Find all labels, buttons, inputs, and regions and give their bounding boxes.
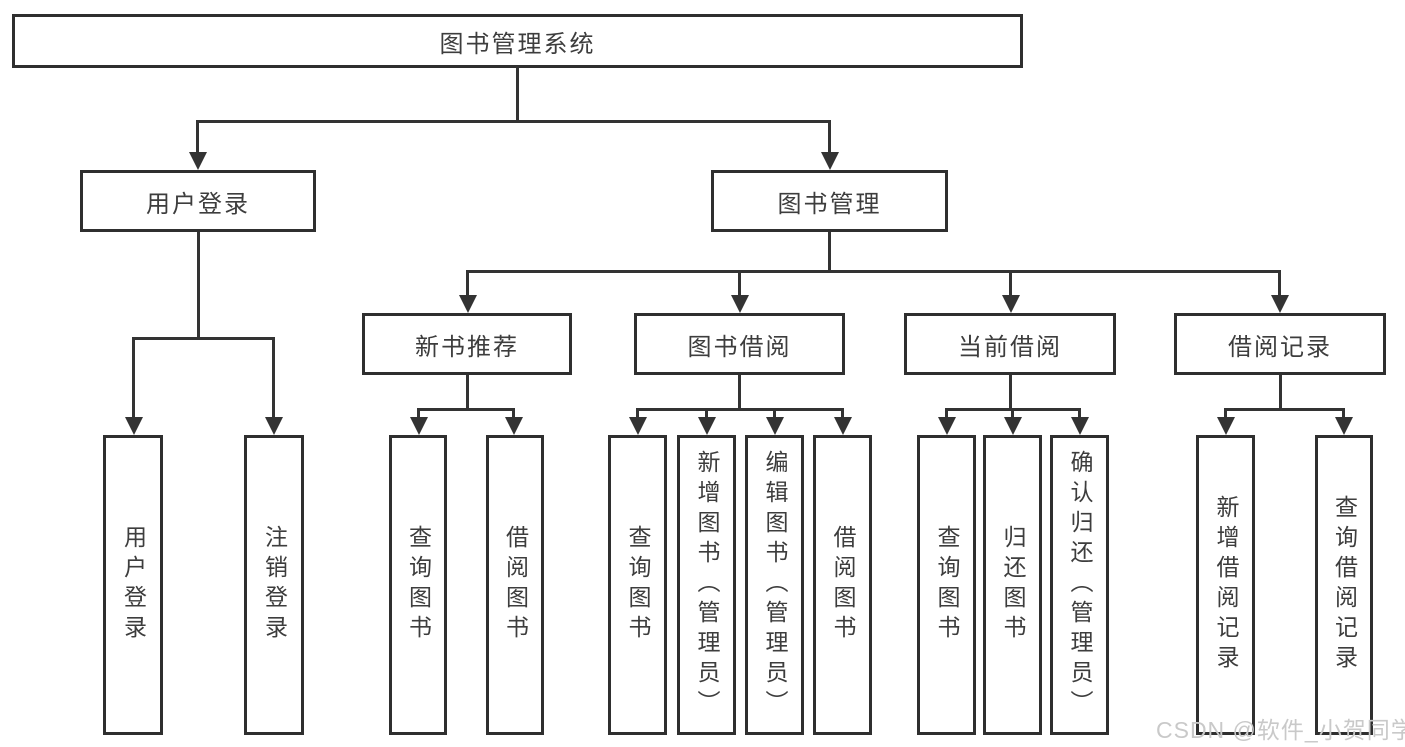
edge-book-borrow-rail <box>636 408 842 411</box>
edge-to-leaf-add-books <box>705 408 708 419</box>
node-new-book-recommend: 新书推荐 <box>362 313 572 375</box>
arrowhead-new-book-recommend <box>459 295 477 313</box>
arrowhead-current-borrow <box>1002 295 1020 313</box>
edge-book-management-rail <box>466 270 1280 273</box>
leaf-query-borrow-record-label: 查询借阅记录 <box>1331 495 1358 675</box>
edge-to-leaf-borrow-recommend <box>512 408 515 419</box>
leaf-edit-books-admin-label: 编辑图书（管理员） <box>762 450 788 720</box>
leaf-query-books-borrow: 查询图书 <box>608 435 667 735</box>
edge-to-book-management <box>828 120 831 154</box>
node-book-borrow: 图书借阅 <box>634 313 845 375</box>
leaf-add-borrow-record-label: 新增借阅记录 <box>1213 495 1239 675</box>
arrowhead-leaf-user-login <box>125 417 143 435</box>
node-user-login: 用户登录 <box>80 170 316 232</box>
edge-to-leaf-confirm-return <box>1078 408 1081 419</box>
arrowhead-borrow-records <box>1271 295 1289 313</box>
node-user-login-label: 用户登录 <box>146 190 250 218</box>
node-book-borrow-label: 图书借阅 <box>687 333 792 361</box>
edge-to-book-borrow <box>738 270 741 297</box>
edge-to-leaf-borrow-books <box>841 408 844 419</box>
arrowhead-leaf-borrow-recommend <box>505 417 523 435</box>
edge-to-leaf-query-record <box>1342 408 1345 419</box>
edge-to-user-login <box>196 120 199 154</box>
leaf-confirm-return-admin-label: 确认归还（管理员） <box>1067 450 1093 720</box>
node-current-borrow: 当前借阅 <box>904 313 1116 375</box>
leaf-query-books-current: 查询图书 <box>917 435 976 735</box>
arrowhead-leaf-confirm-return <box>1071 417 1089 435</box>
edge-to-leaf-user-login <box>132 337 135 419</box>
edge-book-management-stem <box>828 232 831 270</box>
arrowhead-book-management <box>821 152 839 170</box>
edge-to-leaf-add-record <box>1224 408 1227 419</box>
edge-to-new-book-recommend <box>466 270 469 297</box>
node-new-book-recommend-label: 新书推荐 <box>415 333 519 361</box>
leaf-query-books-recommend-label: 查询图书 <box>405 525 432 645</box>
edge-to-leaf-return-books <box>1011 408 1014 419</box>
edge-user-login-rail <box>132 337 274 340</box>
arrowhead-leaf-query-record <box>1335 417 1353 435</box>
edge-borrow-records-rail <box>1224 408 1344 411</box>
leaf-query-borrow-record: 查询借阅记录 <box>1315 435 1373 735</box>
edge-new-book-rail <box>417 408 515 411</box>
leaf-query-books-current-label: 查询图书 <box>934 525 960 645</box>
leaf-logout-label: 注销登录 <box>261 525 288 645</box>
arrowhead-leaf-logout <box>265 417 283 435</box>
leaf-confirm-return-admin: 确认归还（管理员） <box>1050 435 1109 735</box>
arrowhead-leaf-edit-books <box>766 417 784 435</box>
leaf-query-books-borrow-label: 查询图书 <box>625 525 651 645</box>
edge-book-borrow-stem <box>738 375 741 408</box>
leaf-add-books-admin-label: 新增图书（管理员） <box>694 450 720 720</box>
leaf-user-login-label: 用户登录 <box>120 525 147 645</box>
edge-to-leaf-query-borrow <box>636 408 639 419</box>
arrowhead-leaf-return-books <box>1004 417 1022 435</box>
leaf-query-books-recommend: 查询图书 <box>389 435 447 735</box>
node-root-label: 图书管理系统 <box>439 30 596 58</box>
arrowhead-leaf-borrow-books <box>834 417 852 435</box>
edge-to-leaf-query-recommend <box>417 408 420 419</box>
leaf-return-books-label: 归还图书 <box>1000 525 1026 645</box>
leaf-add-books-admin: 新增图书（管理员） <box>677 435 736 735</box>
arrowhead-leaf-add-record <box>1217 417 1235 435</box>
leaf-borrow-books-recommend-label: 借阅图书 <box>502 525 529 645</box>
edge-to-leaf-query-current <box>945 408 948 419</box>
edge-root-rail <box>196 120 831 123</box>
leaf-return-books: 归还图书 <box>983 435 1042 735</box>
node-book-management-label: 图书管理 <box>777 190 882 218</box>
arrowhead-user-login <box>189 152 207 170</box>
node-borrow-records: 借阅记录 <box>1174 313 1386 375</box>
edge-to-current-borrow <box>1009 270 1012 297</box>
edge-user-login-stem <box>197 232 200 337</box>
node-borrow-records-label: 借阅记录 <box>1228 333 1332 361</box>
leaf-edit-books-admin: 编辑图书（管理员） <box>745 435 804 735</box>
node-current-borrow-label: 当前借阅 <box>958 333 1062 361</box>
edge-root-stem <box>516 66 519 120</box>
leaf-borrow-books-recommend: 借阅图书 <box>486 435 544 735</box>
node-book-management: 图书管理 <box>711 170 948 232</box>
leaf-add-borrow-record: 新增借阅记录 <box>1196 435 1255 735</box>
edge-to-leaf-logout <box>272 337 275 419</box>
leaf-user-login: 用户登录 <box>103 435 163 735</box>
edge-new-book-stem <box>466 375 469 408</box>
arrowhead-book-borrow <box>731 295 749 313</box>
arrowhead-leaf-add-books <box>698 417 716 435</box>
edge-to-borrow-records <box>1278 270 1281 297</box>
leaf-borrow-books-label: 借阅图书 <box>830 525 856 645</box>
csdn-watermark: CSDN @软件_小贺同学 <box>1156 717 1405 743</box>
edge-borrow-records-stem <box>1279 375 1282 408</box>
leaf-borrow-books: 借阅图书 <box>813 435 872 735</box>
arrowhead-leaf-query-recommend <box>410 417 428 435</box>
node-root: 图书管理系统 <box>12 14 1023 68</box>
arrowhead-leaf-query-borrow <box>629 417 647 435</box>
edge-current-borrow-stem <box>1009 375 1012 408</box>
edge-to-leaf-edit-books <box>773 408 776 419</box>
arrowhead-leaf-query-current <box>938 417 956 435</box>
leaf-logout: 注销登录 <box>244 435 304 735</box>
